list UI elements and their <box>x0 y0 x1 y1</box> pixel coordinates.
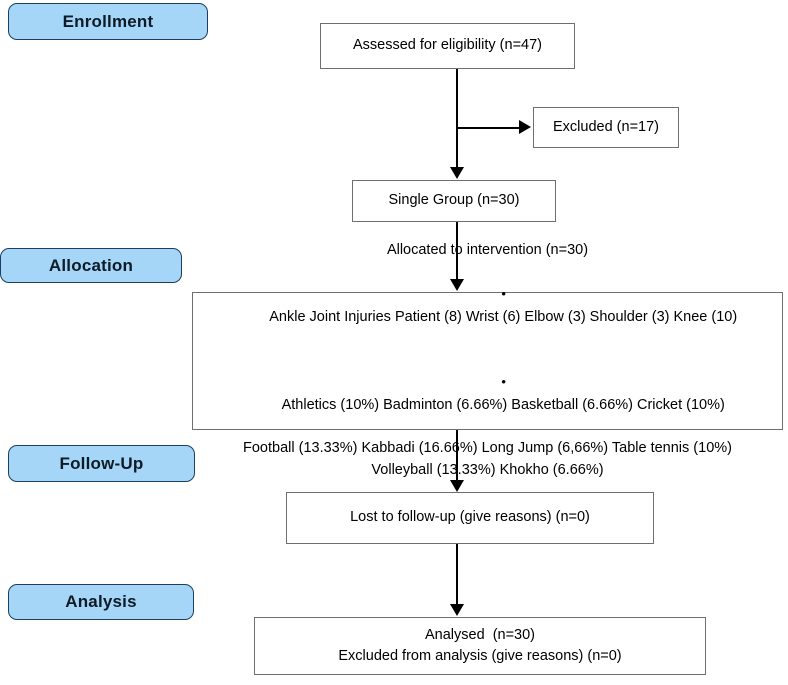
node-single-group: Single Group (n=30) <box>352 180 556 222</box>
allocation-bullet-injuries-text: Ankle Joint Injuries Patient (8) Wrist (… <box>269 308 738 325</box>
node-analysed-line-1: Analysed (n=30) <box>424 626 536 643</box>
node-analysed: Analysed (n=30) Excluded from analysis (… <box>254 617 706 675</box>
allocation-content: Allocated to intervention (n=30) • Ankle… <box>193 240 782 481</box>
stage-label-text: Analysis <box>65 592 137 611</box>
node-allocated-to-intervention: Allocated to intervention (n=30) • Ankle… <box>192 242 783 478</box>
stage-label-allocation: Allocation <box>0 248 182 283</box>
node-single-group-text: Single Group (n=30) <box>388 192 520 209</box>
connector-single-group-to-allocated <box>456 222 458 280</box>
arrowhead-to-single-group <box>450 167 464 179</box>
node-excluded-text: Excluded (n=17) <box>553 118 659 135</box>
bullet-dot-icon: • <box>501 285 506 301</box>
node-assessed-for-eligibility: Assessed for eligibility (n=47) <box>320 23 575 69</box>
stage-label-analysis: Analysis <box>8 584 194 620</box>
allocation-sports-line-2: Football (13.33%) Kabbadi (16.66%) Long … <box>243 440 732 457</box>
allocation-bullet-sports-text: Athletics (10%) Badminton (6.66%) Basket… <box>281 396 725 413</box>
node-lost-to-follow-up: Lost to follow-up (give reasons) (n=0) <box>286 492 654 544</box>
stage-label-text: Follow-Up <box>59 453 144 473</box>
stage-label-enrollment: Enrollment <box>8 3 208 40</box>
connector-to-excluded <box>457 127 521 129</box>
node-assessed-text: Assessed for eligibility (n=47) <box>353 37 542 54</box>
node-analysed-line-2: Excluded from analysis (give reasons) (n… <box>338 648 622 664</box>
allocation-bullet-injuries: • Ankle Joint Injuries Patient (8) Wrist… <box>193 262 782 350</box>
arrowhead-to-excluded <box>519 120 531 134</box>
connector-lost-followup-to-analysed <box>456 544 458 606</box>
arrowhead-to-allocated <box>450 279 464 291</box>
connector-allocated-to-lost-followup <box>456 430 458 482</box>
stage-label-text: Enrollment <box>62 11 154 31</box>
connector-assessed-to-single-group <box>456 69 458 170</box>
arrowhead-to-analysed <box>450 604 464 616</box>
bullet-dot-icon: • <box>501 373 506 389</box>
allocation-bullet-sports: • Athletics (10%) Badminton (6.66%) Bask… <box>193 350 782 438</box>
node-lost-to-follow-up-text: Lost to follow-up (give reasons) (n=0) <box>350 509 590 526</box>
node-excluded: Excluded (n=17) <box>533 107 679 148</box>
stage-label-text: Allocation <box>48 255 134 275</box>
stage-label-followup: Follow-Up <box>8 445 195 482</box>
arrowhead-to-lost-followup <box>450 480 464 492</box>
allocation-sports-line-3: Volleyball (13.33%) Khokho (6.66%) <box>371 461 604 478</box>
allocation-header: Allocated to intervention (n=30) <box>386 242 589 259</box>
